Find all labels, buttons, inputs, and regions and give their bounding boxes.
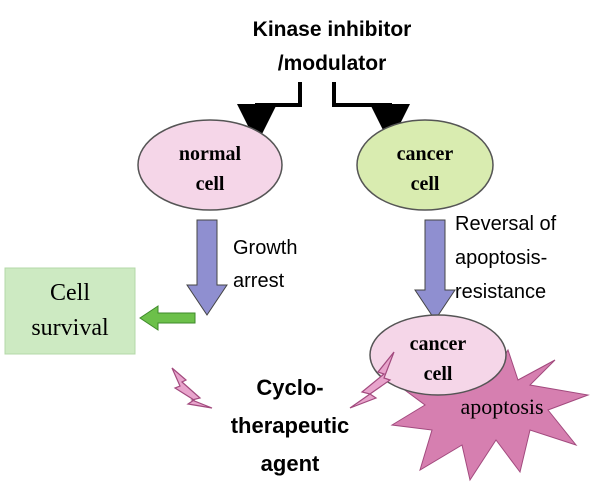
normal-cell-label-line2: cell xyxy=(196,173,225,195)
cyclo-line1: Cyclo- xyxy=(256,375,323,400)
reversal-line1: Reversal of xyxy=(455,213,557,235)
cancer-cell-top-ellipse xyxy=(356,119,494,211)
connector-to-normal-cell xyxy=(237,82,302,144)
survival-arrow xyxy=(139,305,196,331)
cancer-cell-bottom-label-line2: cell xyxy=(424,363,453,385)
growth-arrest-line1: Growth xyxy=(233,237,297,259)
reversal-line3: resistance xyxy=(455,281,546,303)
cell-survival-line1: Cell xyxy=(50,280,90,306)
title-line1: Kinase inhibitor xyxy=(253,18,412,41)
right-lightning-icon xyxy=(349,351,395,409)
title-line2: /modulator xyxy=(278,52,387,75)
cancer-cell-top-label-line1: cancer xyxy=(397,143,454,165)
apoptosis-label: apoptosis xyxy=(460,394,543,419)
cell-survival-box xyxy=(4,267,136,355)
reversal-line2: apoptosis- xyxy=(455,247,547,269)
normal-cell-ellipse xyxy=(137,119,283,211)
cyclo-line3: agent xyxy=(261,451,320,476)
cell-survival-line2: survival xyxy=(31,315,109,341)
reversal-arrow xyxy=(414,219,456,321)
growth-arrest-line2: arrest xyxy=(233,270,285,292)
cyclo-line2: therapeutic xyxy=(231,413,350,438)
growth-arrest-arrow xyxy=(186,219,228,316)
cancer-cell-top-label-line2: cell xyxy=(411,173,440,195)
cancer-cell-bottom-ellipse xyxy=(369,314,507,396)
normal-cell-label-line1: normal xyxy=(179,143,242,165)
cancer-cell-bottom-label-line1: cancer xyxy=(410,333,467,355)
connector-to-cancer-cell xyxy=(332,82,410,144)
left-lightning-icon xyxy=(171,367,213,409)
